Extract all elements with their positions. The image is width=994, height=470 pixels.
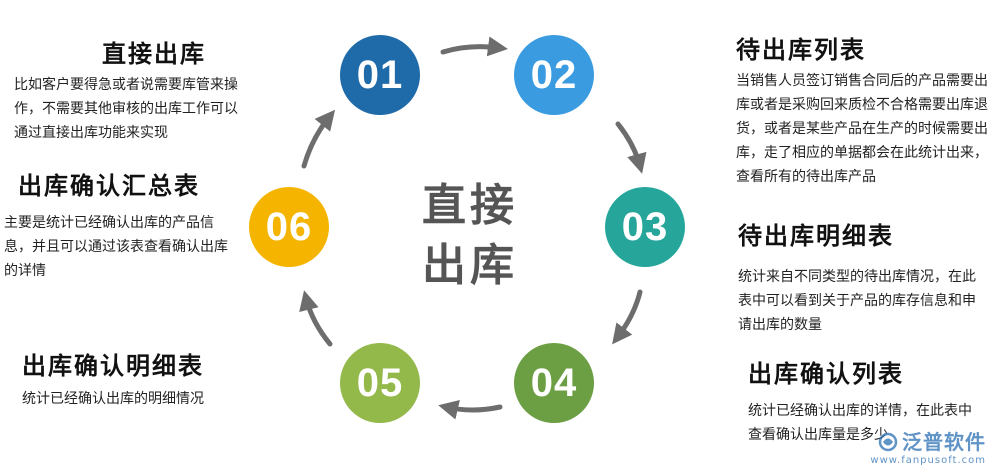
block-pending-detail: 待出库明细表 统计来自不同类型的待出库情况，在此表中可以看到关于产品的库存信息和… — [738, 216, 986, 337]
node-05: 05 — [340, 343, 420, 423]
block-confirm-detail: 出库确认明细表 统计已经确认出库的明细情况 — [22, 346, 258, 411]
node-03: 03 — [605, 187, 685, 267]
arrow-03-04 — [612, 289, 643, 345]
block-confirm-summary: 出库确认汇总表 主要是统计已经确认出库的产品信息，并且可以通过该表查看确认出库的… — [4, 166, 238, 283]
block-desc: 主要是统计已经确认出库的产品信息，并且可以通过该表查看确认出库的详情 — [4, 215, 228, 279]
block-confirm-list: 出库确认列表 统计已经确认出库的详情，在此表中查看确认出库量是多少 — [748, 354, 980, 447]
block-desc: 统计已经确认出库的明细情况 — [22, 391, 204, 407]
brand-url: www.fanpusoft.com — [870, 455, 986, 466]
arrow-06-01 — [301, 109, 336, 169]
block-desc: 统计来自不同类型的待出库情况，在此表中可以看到关于产品的库存信息和申请出库的数量 — [738, 269, 976, 333]
swirl-logo-icon — [878, 432, 898, 452]
block-pending-list: 待出库列表 当销售人员签订销售合同后的产品需要出库或者是采购回来质检不合格需要出… — [736, 30, 994, 189]
node-02: 02 — [514, 35, 594, 115]
arrow-02-03 — [615, 121, 647, 174]
block-desc: 当销售人员签订销售合同后的产品需要出库或者是采购回来质检不合格需要出库退货，或者… — [736, 73, 988, 185]
block-title: 出库确认汇总表 — [18, 172, 200, 200]
arrow-01-02 — [440, 36, 508, 57]
node-04: 04 — [514, 343, 594, 423]
block-title: 出库确认明细表 — [22, 352, 204, 380]
block-direct-outbound: 直接出库 比如客户要得急或者说需要库管来操作，不需要其他审核的出库工作可以通过直… — [14, 34, 246, 145]
arrow-05-06 — [299, 290, 333, 347]
arrow-04-05 — [438, 399, 503, 420]
brand-logo: 泛普软件 www.fanpusoft.com — [870, 426, 986, 466]
block-title: 待出库明细表 — [738, 222, 894, 250]
block-desc: 统计已经确认出库的详情，在此表中查看确认出库量是多少 — [748, 403, 972, 443]
block-desc: 比如客户要得急或者说需要库管来操作，不需要其他审核的出库工作可以通过直接出库功能… — [14, 77, 238, 141]
block-title: 直接出库 — [102, 40, 206, 68]
node-01: 01 — [340, 35, 420, 115]
node-06: 06 — [249, 187, 329, 267]
center-title: 直接 出库 — [422, 180, 518, 291]
block-title: 出库确认列表 — [748, 360, 904, 388]
block-title: 待出库列表 — [736, 36, 866, 64]
brand-name: 泛普软件 — [902, 430, 986, 454]
